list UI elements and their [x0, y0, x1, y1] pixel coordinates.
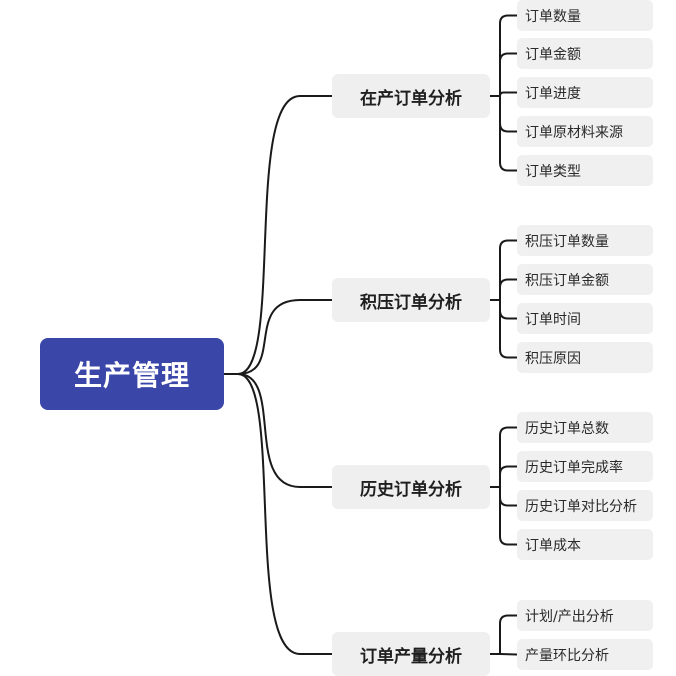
branch-backlog-orders: 积压订单分析	[332, 278, 490, 322]
leaf-backlog-reason: 积压原因	[517, 342, 653, 373]
leaf-order-type: 订单类型	[517, 155, 653, 186]
leaf-history-completion-rate: 历史订单完成率	[517, 451, 653, 482]
leaf-output-mom: 产量环比分析	[517, 639, 653, 670]
leaf-connector	[499, 465, 517, 487]
leaf-connector	[499, 96, 517, 172]
branch-history-orders: 历史订单分析	[332, 465, 490, 509]
root-connector	[224, 95, 332, 375]
root-node: 生产管理	[40, 338, 224, 410]
leaf-connector	[499, 614, 517, 654]
leaf-order-quantity: 订单数量	[517, 0, 653, 31]
leaf-history-comparison: 历史订单对比分析	[517, 490, 653, 521]
leaf-order-time: 订单时间	[517, 303, 653, 334]
leaf-connector	[499, 91, 517, 97]
leaf-order-amount: 订单金额	[517, 38, 653, 69]
leaf-connector	[499, 52, 517, 96]
leaf-connector	[499, 278, 517, 300]
leaf-connector	[499, 14, 517, 96]
branch-order-output: 订单产量分析	[332, 632, 490, 676]
leaf-connector	[499, 300, 517, 320]
leaf-order-material-source: 订单原材料来源	[517, 116, 653, 147]
leaf-backlog-quantity: 积压订单数量	[517, 225, 653, 256]
leaf-connector	[499, 487, 517, 546]
leaf-order-progress: 订单进度	[517, 77, 653, 108]
branch-in-production-orders: 在产订单分析	[332, 74, 490, 118]
leaf-plan-output: 计划/产出分析	[517, 600, 653, 631]
leaf-connector	[499, 426, 517, 487]
leaf-backlog-amount: 积压订单金额	[517, 264, 653, 295]
root-connector	[224, 299, 332, 375]
leaf-history-total: 历史订单总数	[517, 412, 653, 443]
root-connector	[224, 373, 332, 655]
leaf-connector	[499, 653, 518, 656]
leaf-connector	[499, 239, 517, 300]
leaf-connector	[499, 96, 517, 133]
leaf-order-cost: 订单成本	[517, 529, 653, 560]
leaf-connector	[499, 487, 517, 507]
root-connector	[224, 373, 332, 488]
leaf-connector	[499, 300, 517, 359]
